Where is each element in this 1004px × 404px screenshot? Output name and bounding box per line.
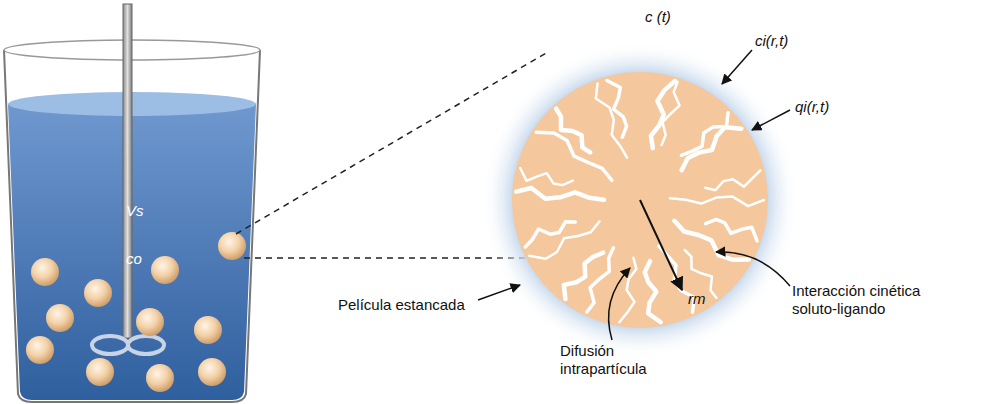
pore-concentration: ci(r,t): [755, 32, 788, 50]
stagnant-film-label: Película estancada: [338, 296, 465, 314]
adsorbent-bead: [151, 256, 179, 284]
adsorbent-bead: [146, 364, 174, 392]
impeller-blade: [92, 336, 128, 354]
adsorbent-bead: [46, 304, 74, 332]
leader-line: [716, 252, 790, 286]
adsorbed-concentration: qi(r,t): [795, 98, 829, 116]
adsorbent-bead: [86, 358, 114, 386]
initial-concentration: co: [126, 250, 142, 268]
leader-line: [752, 110, 790, 130]
pore: [706, 219, 758, 240]
adsorbent-bead: [31, 258, 59, 286]
volume-label: Vs: [126, 202, 144, 220]
leader-line: [722, 50, 752, 84]
leader-line: [609, 268, 630, 340]
stirrer-rod: [123, 4, 132, 338]
pore: [670, 197, 764, 207]
pore: [516, 188, 604, 200]
particle: [512, 72, 768, 328]
impeller-blade: [128, 336, 164, 354]
adsorbent-bead: [194, 316, 222, 344]
pore: [525, 222, 575, 247]
adsorbent-bead: [198, 358, 226, 386]
pores: [516, 80, 764, 322]
pore: [662, 82, 680, 145]
adsorbent-bead: [26, 336, 54, 364]
diffusion-label: Difusión intrapartícula: [560, 342, 690, 378]
pore: [520, 168, 573, 185]
pore: [705, 170, 760, 190]
pore: [596, 83, 627, 157]
adsorbent-bead: [218, 232, 246, 260]
pore: [536, 132, 612, 180]
pore: [556, 109, 590, 153]
pore: [564, 253, 603, 299]
radius-arrow: [640, 200, 682, 290]
radius-label: rm: [688, 290, 706, 308]
pore: [645, 261, 661, 322]
bulk-concentration: c (t): [645, 8, 671, 26]
pore: [607, 80, 627, 137]
leader-line: [478, 285, 520, 300]
pore: [619, 258, 636, 323]
adsorbent-bead: [136, 308, 164, 336]
pore: [682, 127, 742, 170]
beads: [26, 232, 246, 392]
stagnant-film: [482, 42, 798, 358]
adsorbent-bead: [84, 279, 112, 307]
kinetic-interaction-label: Interacción cinética soluto-ligando: [792, 282, 967, 318]
